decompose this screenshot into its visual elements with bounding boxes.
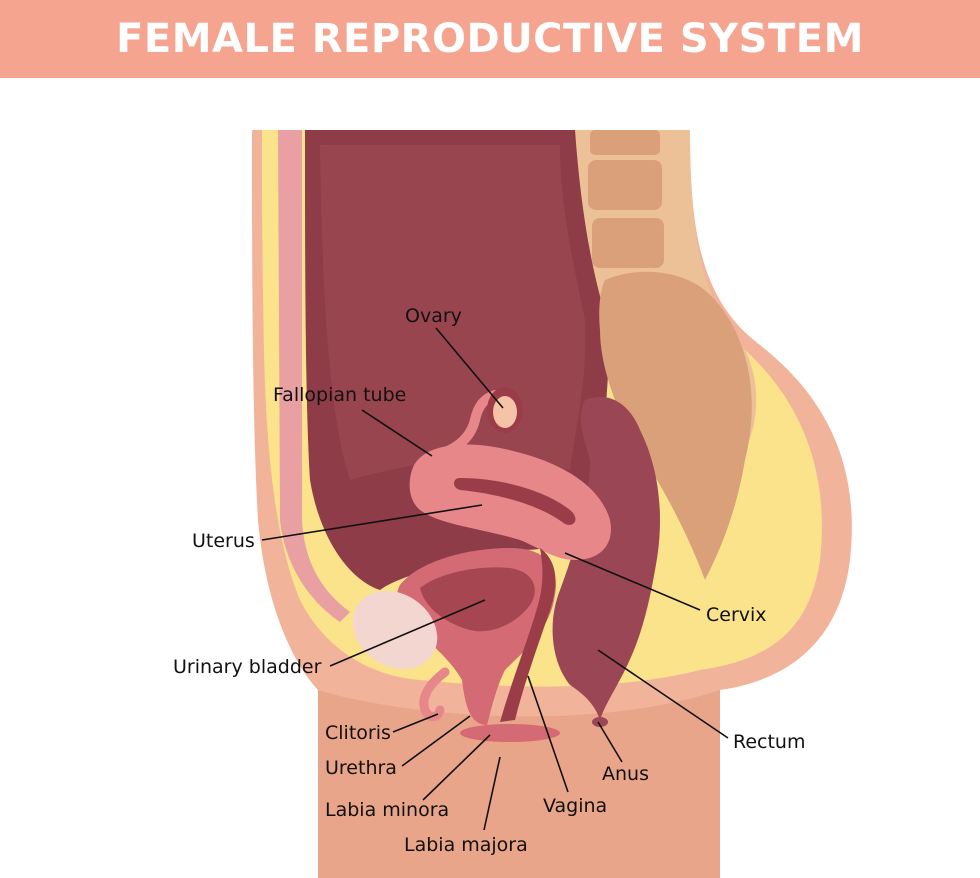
label-anus: Anus [602, 763, 649, 785]
vagina-organ [500, 548, 556, 722]
page-title: FEMALE REPRODUCTIVE SYSTEM [116, 16, 864, 62]
urethra-leader [401, 715, 471, 767]
vagina-leader [527, 675, 569, 793]
clitoris-leader [392, 713, 439, 733]
label-urethra: Urethra [325, 757, 397, 779]
ovary-leader [435, 327, 504, 409]
uterus-organ [409, 444, 611, 560]
uterine-cavity [454, 478, 576, 525]
fallopian-tube-organ [425, 390, 500, 463]
urinary-bladder-leader [329, 599, 486, 667]
abdominal-muscle [278, 130, 350, 622]
rectum-leader [597, 649, 729, 739]
pelvic-floor [318, 690, 720, 878]
label-labia-majora: Labia majora [404, 834, 528, 856]
label-clitoris: Clitoris [325, 722, 391, 744]
title-banner: FEMALE REPRODUCTIVE SYSTEM [0, 0, 980, 78]
label-uterus: Uterus [192, 530, 255, 552]
label-vagina: Vagina [543, 795, 607, 817]
anus-leader [597, 721, 623, 763]
label-ovary: Ovary [405, 305, 462, 327]
vertebra [588, 160, 662, 210]
label-fallopian-tube: Fallopian tube [273, 384, 406, 406]
fallopian-tube-leader [361, 409, 433, 457]
label-labia-minora: Labia minora [325, 799, 449, 821]
label-cervix: Cervix [706, 604, 767, 626]
cervix-leader [564, 552, 701, 611]
vertebra [590, 130, 660, 155]
uterus-leader [261, 504, 483, 541]
rectum-organ [552, 396, 660, 720]
vulva [460, 724, 560, 742]
labia-minora-leader [422, 734, 491, 801]
label-rectum: Rectum [733, 731, 805, 753]
vertebra [592, 218, 664, 268]
anus-organ [592, 717, 608, 727]
pubic-bone [352, 590, 438, 670]
sacrum [599, 271, 752, 580]
labia-majora-leader [483, 756, 501, 831]
label-urinary-bladder: Urinary bladder [173, 656, 322, 678]
